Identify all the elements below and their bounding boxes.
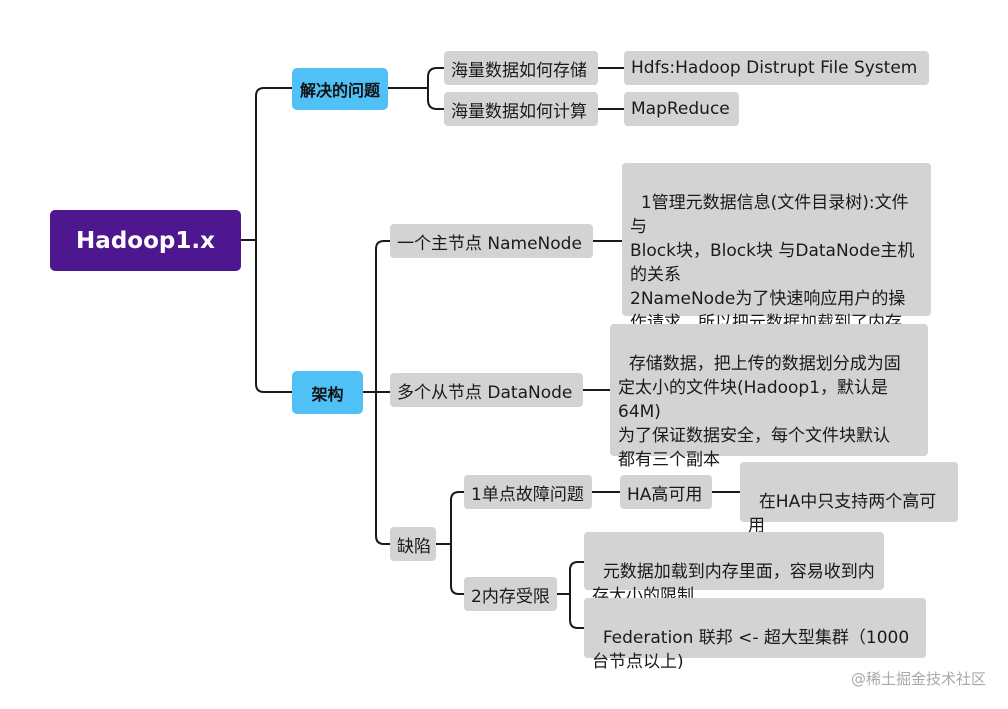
memory-node[interactable]: 2内存受限 bbox=[464, 577, 557, 611]
spof-node[interactable]: 1单点故障问题 bbox=[464, 475, 592, 509]
compute-answer-node[interactable]: MapReduce bbox=[624, 92, 739, 126]
datanode-label: 多个从节点 DataNode bbox=[397, 382, 573, 403]
datanode-detail-node[interactable]: 存储数据，把上传的数据划分成为固 定太小的文件块(Hadoop1，默认是 64M… bbox=[610, 324, 928, 470]
datanode-detail-text: 存储数据，把上传的数据划分成为固 定太小的文件块(Hadoop1，默认是 64M… bbox=[618, 354, 901, 470]
memory-item1-node[interactable]: 元数据加载到内存里面，容易收到内 存大小的限制 bbox=[584, 532, 884, 606]
namenode-label: 一个主节点 NameNode bbox=[397, 233, 582, 254]
storage-answer-label: Hdfs:Hadoop Distrupt File System bbox=[631, 58, 918, 78]
architecture-label: 架构 bbox=[311, 384, 344, 404]
compute-answer-label: MapReduce bbox=[631, 99, 730, 119]
memory-item2-node[interactable]: Federation 联邦 <- 超大型集群（1000 台节点以上) bbox=[584, 598, 926, 672]
defects-label: 缺陷 bbox=[397, 536, 431, 557]
storage-answer-node[interactable]: Hdfs:Hadoop Distrupt File System bbox=[624, 51, 929, 85]
defects-node[interactable]: 缺陷 bbox=[390, 527, 436, 561]
problems-node[interactable]: 解决的问题 bbox=[292, 68, 388, 110]
namenode-node[interactable]: 一个主节点 NameNode bbox=[390, 224, 593, 258]
ha-label: HA高可用 bbox=[627, 484, 703, 505]
ha-detail-node[interactable]: 在HA中只支持两个高可用 NameNode bbox=[740, 462, 958, 560]
storage-question-label: 海量数据如何存储 bbox=[451, 60, 587, 81]
spof-label: 1单点故障问题 bbox=[471, 484, 584, 505]
datanode-node[interactable]: 多个从节点 DataNode bbox=[390, 373, 583, 407]
memory-item2-text: Federation 联邦 <- 超大型集群（1000 台节点以上) bbox=[592, 628, 910, 672]
storage-question-node[interactable]: 海量数据如何存储 bbox=[444, 51, 598, 85]
ha-node[interactable]: HA高可用 bbox=[620, 475, 712, 509]
root-label: Hadoop1.x bbox=[76, 227, 215, 254]
problems-label: 解决的问题 bbox=[299, 81, 380, 100]
memory-label: 2内存受限 bbox=[471, 586, 550, 607]
compute-question-node[interactable]: 海量数据如何计算 bbox=[444, 92, 598, 126]
namenode-detail-node[interactable]: 1管理元数据信息(文件目录树):文件与 Block块，Block块 与DataN… bbox=[622, 163, 931, 357]
compute-question-label: 海量数据如何计算 bbox=[451, 101, 587, 122]
architecture-node[interactable]: 架构 bbox=[292, 371, 363, 414]
root-node[interactable]: Hadoop1.x bbox=[50, 210, 241, 271]
watermark: @稀土掘金技术社区 bbox=[850, 670, 986, 688]
